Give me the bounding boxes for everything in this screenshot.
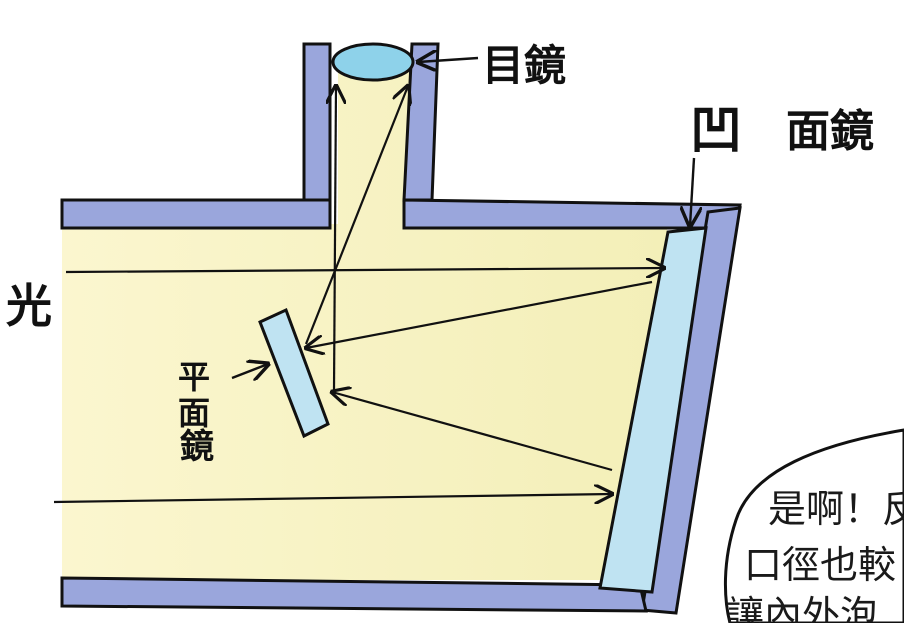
plane-mirror-label-char-2: 面 [178,394,210,432]
speech-bubble [723,428,904,623]
eyepiece-lens [331,42,415,82]
eyepiece-tube-left-wall [302,42,332,224]
tube-top-wall-left [60,198,332,230]
concave-mirror-label: 面鏡 [786,106,874,157]
speech-bubble-line-3: 讓內外泡 [726,593,878,623]
ray-incoming-bottom [53,494,612,502]
label-pointers [231,58,694,378]
concave-mirror-pointer-arrow [690,157,694,226]
light-rays [53,86,664,502]
concave-symbol: 凹 [690,101,742,161]
ray-incoming-top [65,268,664,272]
tube-bottom-wall [60,576,648,613]
plane-mirror-label-char-3: 鏡 [180,427,214,467]
plane-mirror-pointer-arrow [231,364,268,378]
tube-interior [62,62,668,580]
speech-bubble-line-1: 是啊！反 [768,487,904,531]
ray-reflected-top [306,280,653,348]
speech-bubble-line-2: 口徑也較 [744,543,896,587]
plane-mirror [258,307,330,439]
light-label: 光 [6,279,52,333]
ray-up-left [334,86,336,391]
eyepiece-pointer-arrow [418,58,479,62]
plane-mirror-label-char-1: 平 [178,358,210,396]
concave-mirror [598,226,708,594]
eyepiece-label: 目鏡 [482,41,566,90]
ray-reflected-bottom [332,392,613,472]
ray-up-right [304,86,408,345]
